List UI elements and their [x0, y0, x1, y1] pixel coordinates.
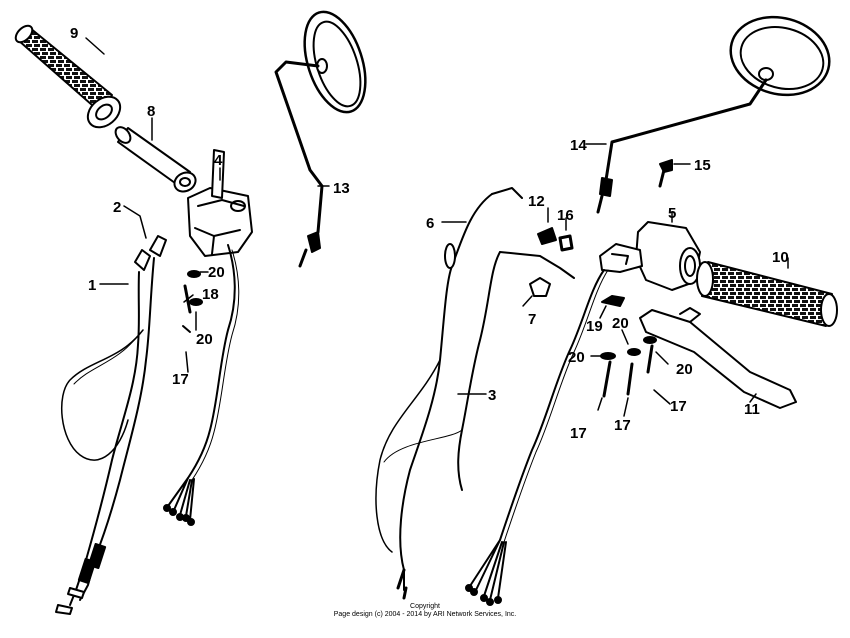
- throttle-tube-part: [114, 126, 197, 193]
- callout-20-d: 20: [568, 349, 585, 366]
- callout-17-c: 17: [570, 425, 587, 442]
- brake-lever-part: [639, 307, 797, 409]
- callout-17-a: 17: [172, 371, 189, 388]
- callout-13: 13: [333, 180, 350, 197]
- callout-10: 10: [772, 249, 789, 266]
- right-small-parts: [600, 295, 657, 398]
- callout-20-e: 20: [676, 361, 693, 378]
- callout-17-d: 17: [614, 417, 631, 434]
- callout-12: 12: [528, 193, 545, 210]
- callout-6: 6: [426, 215, 434, 232]
- callout-11: 11: [744, 401, 760, 418]
- bolt-15-part: [658, 159, 673, 188]
- callout-3: 3: [488, 387, 496, 404]
- callout-4: 4: [214, 152, 223, 169]
- leader-lines: [85, 37, 789, 417]
- small-fasteners-part: [529, 227, 574, 297]
- callout-14: 14: [570, 137, 587, 154]
- clutch-cable-part: [375, 187, 609, 606]
- callout-16: 16: [557, 207, 574, 224]
- left-grip-part: [14, 24, 122, 129]
- copyright-line-1: Copyright: [410, 603, 440, 610]
- callout-9: 9: [70, 25, 78, 42]
- callout-20-b: 20: [196, 331, 213, 348]
- callout-19: 19: [586, 318, 603, 335]
- callout-20-c: 20: [612, 315, 629, 332]
- throttle-cables-part: [55, 235, 167, 615]
- copyright-line-2: Page design (c) 2004 - 2014 by ARI Netwo…: [333, 611, 517, 618]
- callout-18: 18: [202, 286, 219, 303]
- right-mirror-part: [596, 15, 831, 214]
- callout-15: 15: [694, 157, 711, 174]
- right-switch-housing-part: [599, 221, 701, 291]
- callout-17-b: 17: [670, 398, 687, 415]
- callout-7: 7: [528, 311, 536, 328]
- callout-8: 8: [147, 103, 155, 120]
- callout-5: 5: [668, 205, 676, 222]
- callout-20-a: 20: [208, 264, 225, 281]
- callout-2: 2: [113, 199, 121, 216]
- callout-labels: 9 8 4 2 1 20 18 20 17 13 6 3 12 16 7 14 …: [70, 25, 789, 442]
- left-mirror-part: [274, 10, 367, 268]
- throttle-housing-part: [163, 149, 253, 526]
- callout-1: 1: [88, 277, 96, 294]
- right-grip-part: [696, 261, 838, 327]
